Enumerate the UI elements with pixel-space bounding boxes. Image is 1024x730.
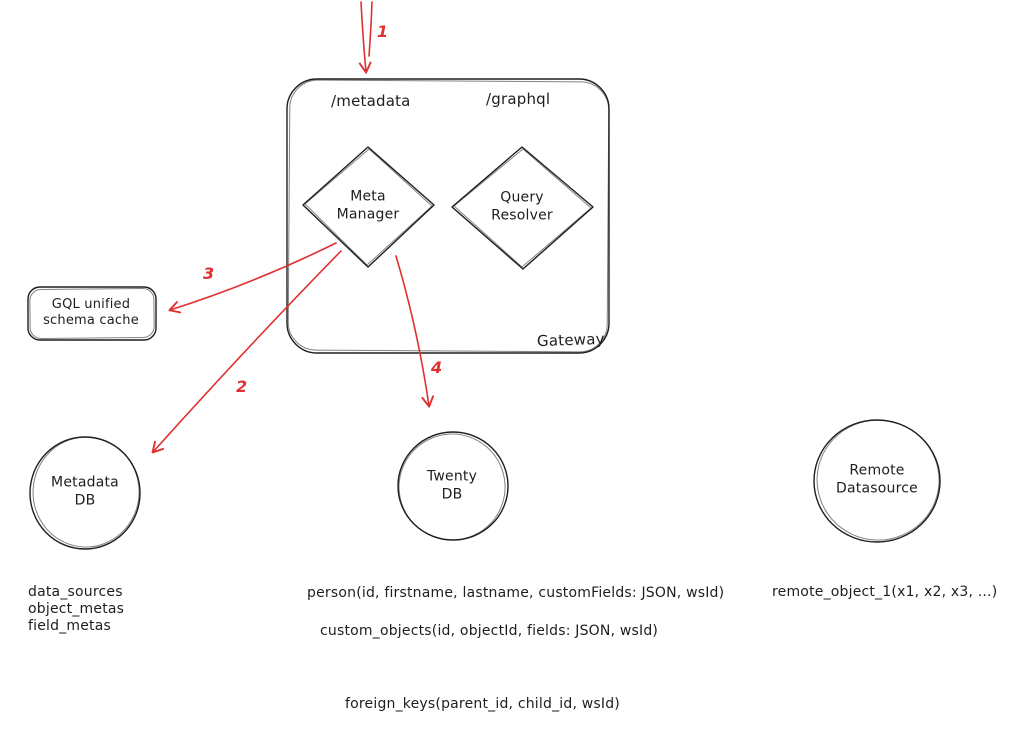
schema-cache-label: GQL unified schema cache — [43, 296, 139, 328]
flow-arrow-1-secondary — [368, 1, 373, 57]
flow-step-2-label: 2 — [236, 377, 248, 396]
twenty-db-table-person: person(id, firstname, lastname, customFi… — [307, 585, 725, 601]
metadata-db-table-data-sources: data_sources — [28, 584, 123, 600]
flow-arrow-1 — [358, 1, 372, 74]
schema-cache-box — [27, 286, 157, 341]
meta-manager-diamond-sketch — [304, 148, 433, 266]
query-resolver-diamond — [451, 146, 594, 270]
flow-step-4-label: 4 — [431, 358, 443, 377]
metadata-db-circle-sketch — [32, 436, 140, 548]
route-graphql-label: /graphql — [486, 90, 551, 108]
twenty-db-table-foreign-keys: foreign_keys(parent_id, child_id, wsId) — [345, 696, 620, 712]
flow-step-3-label: 3 — [203, 264, 215, 283]
flow-arrow-2 — [151, 250, 342, 454]
gateway-box-sketch — [287, 79, 610, 353]
remote-datasource-circle-sketch — [816, 419, 940, 541]
metadata-db-table-object-metas: object_metas — [28, 601, 125, 617]
flow-arrow-4 — [395, 255, 435, 408]
flow-arrow-3 — [168, 242, 337, 314]
query-resolver-diamond-sketch — [453, 148, 592, 268]
remote-datasource-table: remote_object_1(x1, x2, x3, ...) — [772, 584, 998, 600]
query-resolver-label: Query Resolver — [491, 189, 553, 224]
twenty-db-label: Twenty DB — [426, 468, 478, 503]
twenty-db-circle-sketch — [398, 433, 506, 541]
schema-cache-box-sketch — [29, 287, 155, 340]
flow-step-1-label: 1 — [377, 22, 389, 41]
metadata-db-table-field-metas: field_metas — [28, 618, 112, 634]
remote-datasource-label: Remote Datasource — [836, 462, 918, 497]
meta-manager-label: Meta Manager — [336, 188, 400, 223]
metadata-db-label: Metadata DB — [51, 474, 119, 509]
route-metadata-label: /metadata — [331, 92, 411, 110]
gateway-title: Gateway — [536, 329, 605, 351]
twenty-db-table-custom-objects: custom_objects(id, objectId, fields: JSO… — [320, 623, 659, 639]
meta-manager-diamond — [302, 146, 435, 268]
gateway-box — [286, 78, 610, 354]
